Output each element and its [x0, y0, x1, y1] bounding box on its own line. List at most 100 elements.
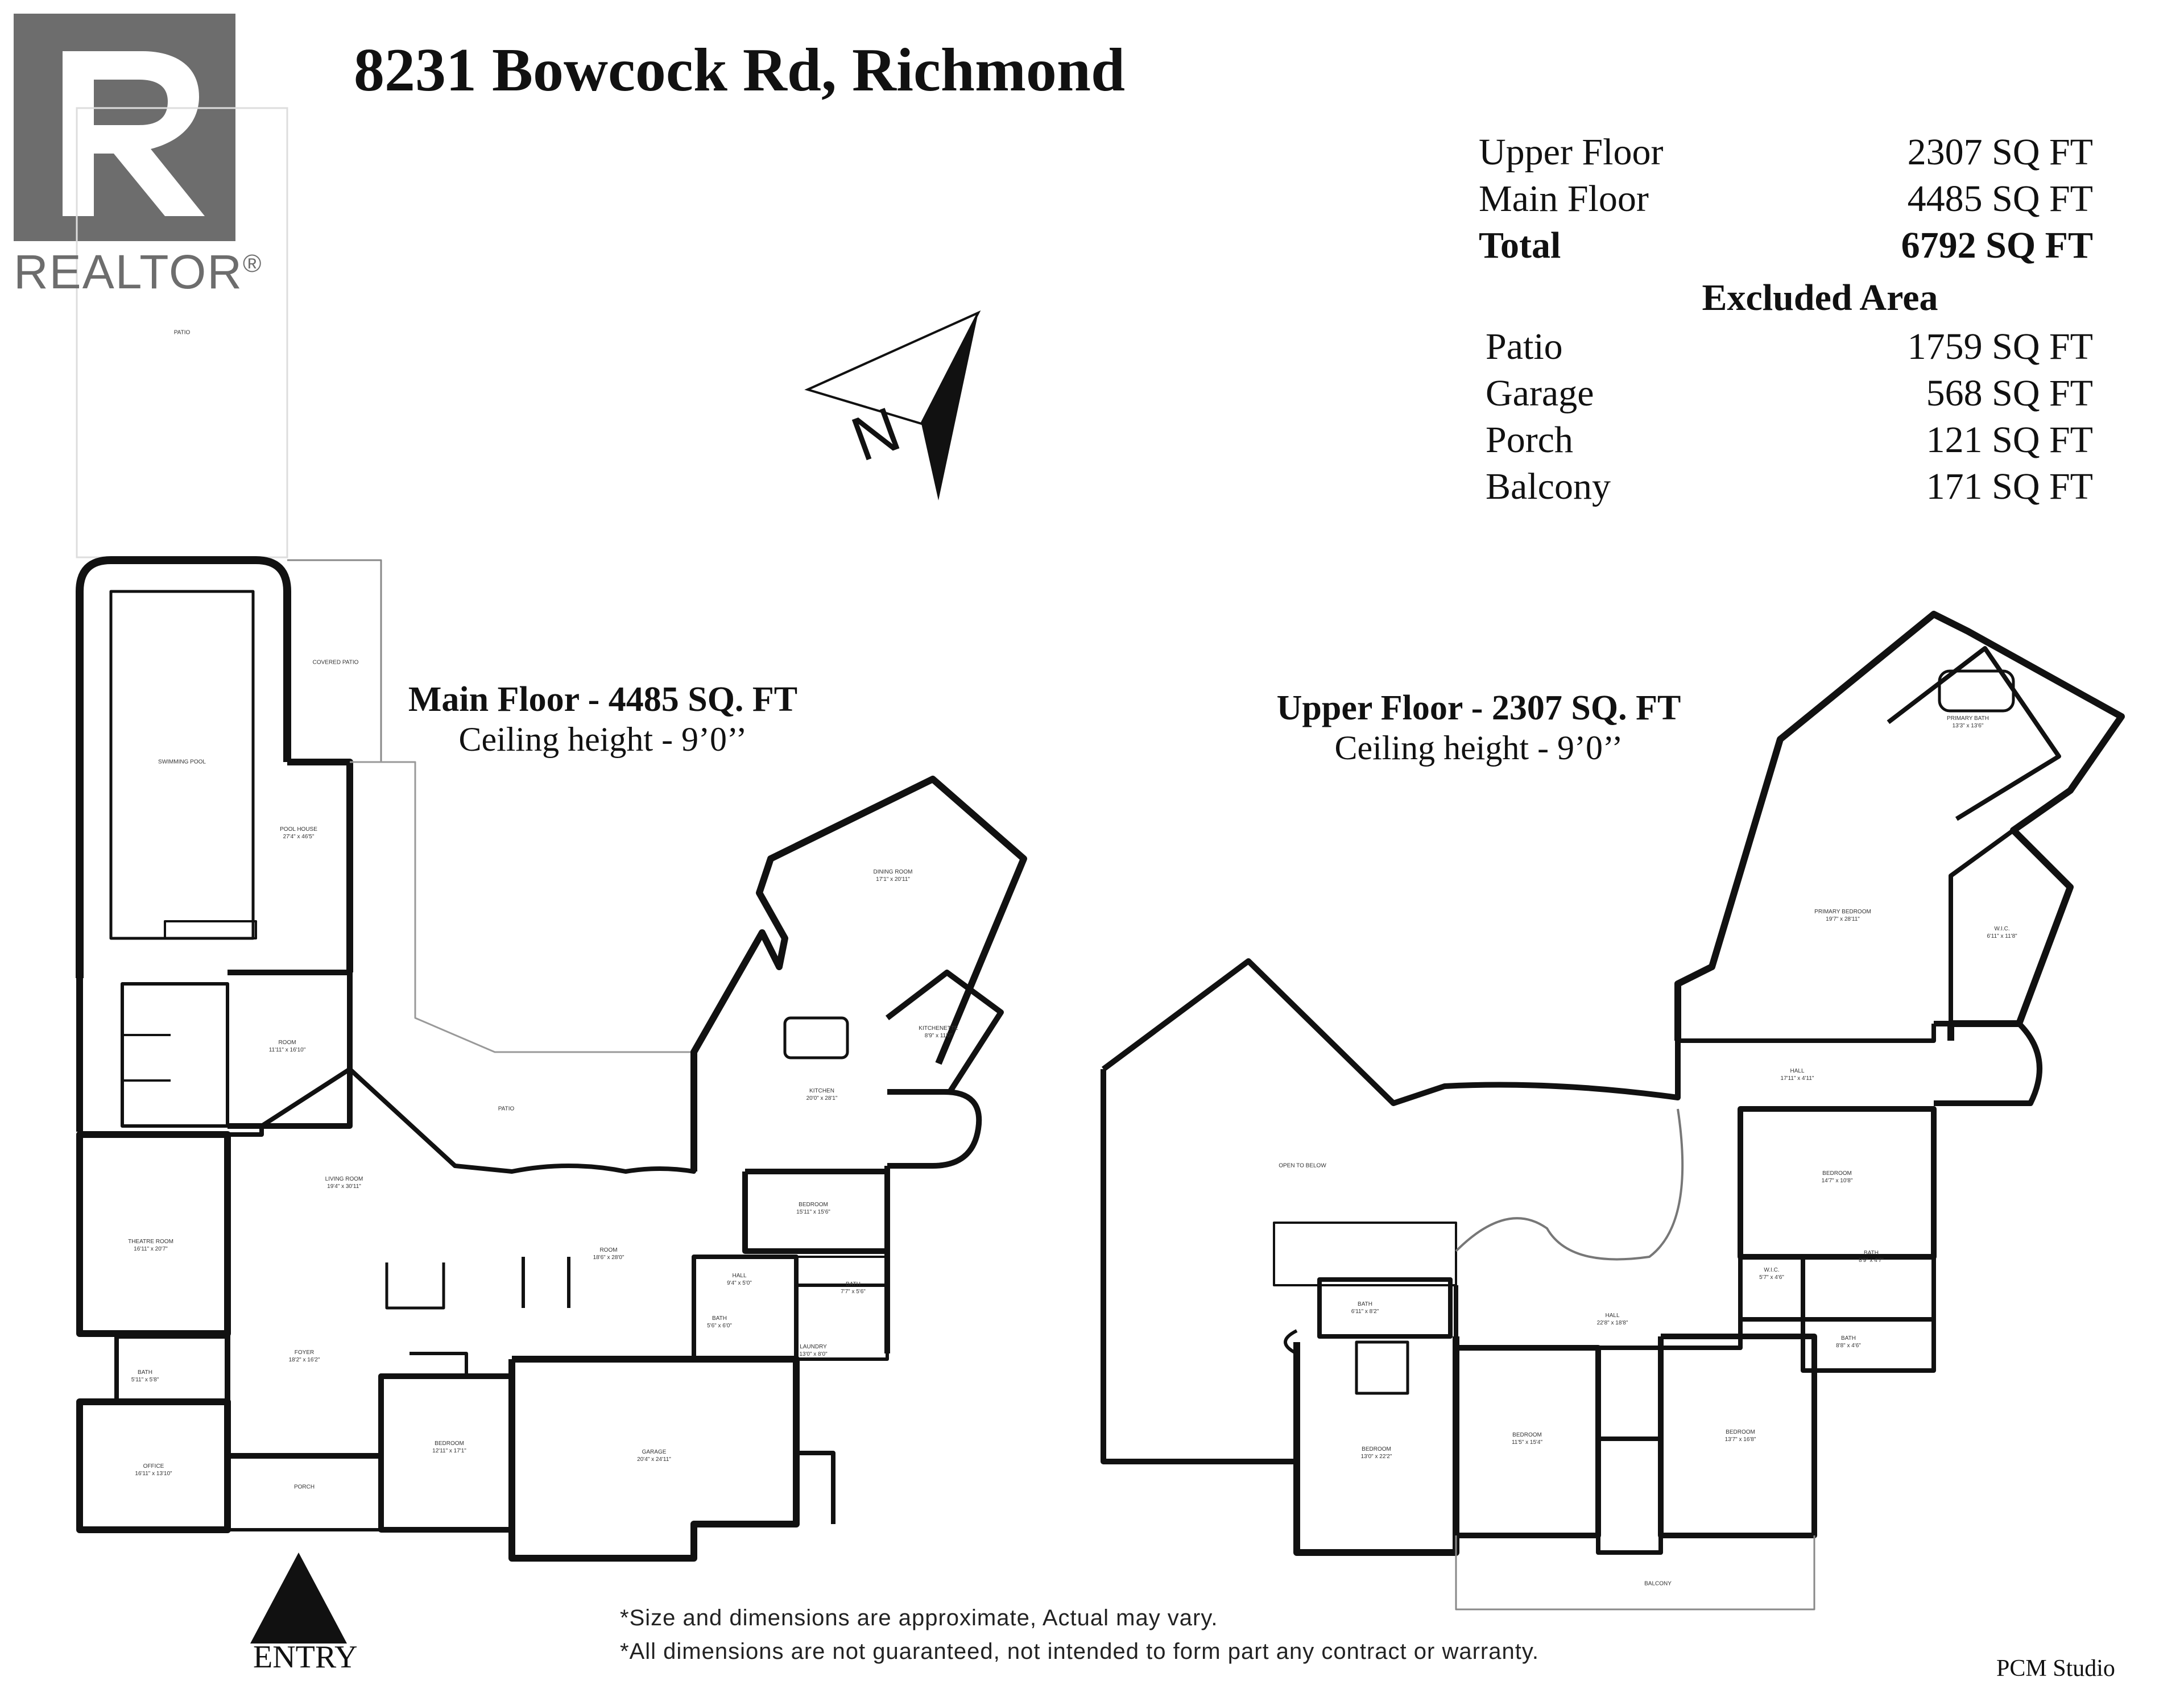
room-name: BEDROOM: [1822, 1170, 1852, 1177]
room-name: THEATRE ROOM: [128, 1239, 173, 1245]
area-value: 6792 SQ FT: [1901, 225, 2093, 266]
room-name: W.I.C.: [1764, 1267, 1780, 1273]
room-dims: 19'7" x 28'11": [1826, 916, 1860, 922]
room-name: LIVING ROOM: [325, 1176, 363, 1182]
room-porch: PORCH: [293, 1484, 315, 1491]
room-name: FOYER: [294, 1349, 315, 1356]
room-dims: 13'0" x 22'2": [1360, 1454, 1392, 1460]
room-dims: 13'0" x 8'0": [799, 1351, 828, 1357]
room-name: GARAGE: [642, 1449, 667, 1455]
page-title: 8231 Bowcock Rd, Richmond: [353, 36, 1126, 104]
room-wic-primary: W.I.C.6'11" x 11'8": [1987, 925, 2017, 940]
room-dims: 16'11" x 13'10": [135, 1471, 172, 1477]
room-open-to-below: OPEN TO BELOW: [1279, 1162, 1326, 1169]
room-name: OFFICE: [143, 1463, 164, 1469]
room-dims: 14'7" x 10'8": [1821, 1178, 1853, 1184]
room-dims: 5'11" x 5'8": [131, 1377, 159, 1383]
room-name: BEDROOM: [1362, 1446, 1391, 1452]
room-name: KITCHEN: [809, 1088, 834, 1094]
main-floor-header: Main Floor - 4485 SQ. FT Ceiling height …: [370, 680, 836, 759]
area-label: Main Floor: [1479, 178, 1649, 220]
room-name: BATH: [1841, 1335, 1856, 1342]
registered-mark: ®: [243, 250, 263, 278]
room-wic-upper: W.I.C.5'7" x 4'6": [1759, 1266, 1784, 1281]
disclaimer: *Size and dimensions are approximate, Ac…: [620, 1605, 1539, 1665]
room-dims: 17'11" x 4'11": [1780, 1075, 1814, 1082]
room-name: ROOM: [278, 1040, 296, 1046]
room-name: W.I.C.: [1994, 926, 2010, 932]
room-dims: 15'11" x 15'6": [796, 1209, 830, 1215]
main-floor-plan: [76, 556, 1027, 1562]
main-floor-title: Main Floor - 4485 SQ. FT: [408, 680, 798, 719]
entry-label: ENTRY: [253, 1640, 358, 1675]
room-covered-patio: COVERED PATIO: [312, 659, 359, 666]
room-name: HALL: [1605, 1313, 1620, 1319]
room-name: POOL HOUSE: [280, 826, 317, 833]
room-dims: 6'11" x 8'2": [1351, 1309, 1379, 1315]
upper-floor-ceiling: Ceiling height - 9’0’’: [1334, 729, 1623, 767]
north-arrow-icon: [804, 310, 981, 500]
room-name: BEDROOM: [435, 1440, 464, 1447]
room-dims: 12'11" x 17'1": [432, 1448, 466, 1454]
room-name: BATH: [846, 1281, 861, 1288]
room-dims: 19'4" x 30'11": [327, 1183, 361, 1190]
realtor-wordmark: REALTOR®: [14, 245, 262, 300]
room-name: BATH: [138, 1369, 152, 1376]
room-name: HALL: [1790, 1068, 1805, 1074]
room-name: BEDROOM: [799, 1202, 828, 1208]
room-patio-top: PATIO: [173, 329, 191, 336]
room-name: BEDROOM: [1726, 1429, 1755, 1435]
area-label: Balcony: [1486, 466, 1611, 507]
area-value: 4485 SQ FT: [1907, 178, 2093, 220]
room-bath-upper-3: BATH 6'11" x 8'2": [1351, 1301, 1379, 1315]
realtor-logo: [14, 14, 235, 241]
room-dims: 22'8" x 18'8": [1596, 1320, 1628, 1326]
disclaimer-line-1: *Size and dimensions are approximate, Ac…: [620, 1605, 1218, 1630]
room-dims: 9'4" x 5'0": [727, 1280, 752, 1286]
room-dims: 13'3" x 13'6": [1952, 723, 1984, 729]
room-dims: 5'7" x 4'6": [1759, 1274, 1784, 1281]
area-row-balcony: Balcony 171 SQ FT: [1479, 465, 2093, 512]
room-dims: 18'6" x 28'0": [593, 1255, 624, 1261]
area-label: Upper Floor: [1479, 131, 1664, 173]
entry-arrow-icon: [250, 1553, 347, 1644]
area-row-main: Main Floor 4485 SQ FT: [1479, 177, 2093, 224]
room-name: KITCHENETTE: [919, 1025, 958, 1032]
upper-floor-plan: [1101, 611, 2125, 1611]
room-name: LAUNDRY: [800, 1344, 827, 1350]
room-dims: 27'4" x 46'5": [283, 834, 315, 840]
room-dims: 11'11" x 16'10": [268, 1047, 306, 1053]
room-dims: 20'4" x 24'11": [637, 1456, 671, 1463]
room-balcony: BALCONY: [1644, 1580, 1672, 1587]
room-swimming-pool: SWIMMING POOL: [158, 759, 206, 765]
area-label: Garage: [1486, 372, 1594, 414]
realtor-text: REALTOR: [14, 245, 243, 299]
area-label: Porch: [1486, 419, 1573, 461]
room-name: HALL: [732, 1273, 747, 1279]
room-dims: 17'1" x 20'11": [876, 876, 910, 883]
room-name: BATH: [1358, 1301, 1372, 1307]
area-value: 171 SQ FT: [1926, 466, 2093, 507]
